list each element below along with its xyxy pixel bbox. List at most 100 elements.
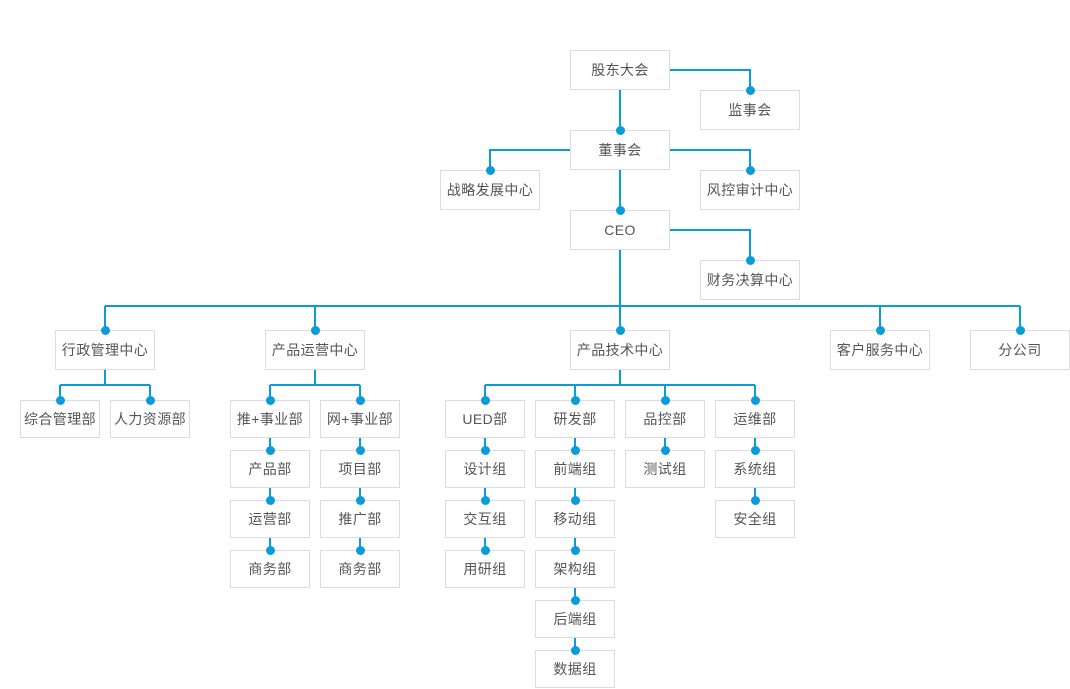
edge-admin-split <box>59 370 151 400</box>
org-node-tech-ops-2[interactable]: 系统组 <box>715 450 795 488</box>
org-node-tech-ops[interactable]: 运维部 <box>715 400 795 438</box>
org-node-label: 运营部 <box>248 510 292 527</box>
org-node-label: 移动组 <box>553 510 597 527</box>
org-node-branch[interactable]: 分公司 <box>970 330 1070 370</box>
org-node-label: 推广部 <box>338 510 382 527</box>
edge-board-strategy <box>489 149 570 170</box>
org-node-tech-ued-2[interactable]: 设计组 <box>445 450 525 488</box>
connector-dot <box>570 445 580 455</box>
org-node-label: 财务决算中心 <box>706 271 794 288</box>
connector-dot <box>55 395 65 405</box>
connector-dot <box>570 645 580 655</box>
org-node-label: 后端组 <box>553 610 597 627</box>
org-node-label: 商务部 <box>248 560 292 577</box>
org-node-label: UED部 <box>462 410 508 427</box>
org-node-label: 前端组 <box>553 460 597 477</box>
org-node-ops-tui-2[interactable]: 产品部 <box>230 450 310 488</box>
connector-dot <box>570 395 580 405</box>
org-node-admin[interactable]: 行政管理中心 <box>55 330 155 370</box>
connector-dot <box>485 165 495 175</box>
org-node-ops-tui-4[interactable]: 商务部 <box>230 550 310 588</box>
org-node-label: 分公司 <box>998 341 1042 358</box>
org-node-tech-rd-3[interactable]: 移动组 <box>535 500 615 538</box>
org-node-ops-tui[interactable]: 推+事业部 <box>230 400 310 438</box>
connector-dot <box>615 125 625 135</box>
org-node-label: 设计组 <box>463 460 507 477</box>
org-node-label: 架构组 <box>553 560 597 577</box>
org-node-tech-rd-2[interactable]: 前端组 <box>535 450 615 488</box>
org-node-label: 数据组 <box>553 660 597 677</box>
org-node-ops-wang-4[interactable]: 商务部 <box>320 550 400 588</box>
org-node-riskaudit[interactable]: 风控审计中心 <box>700 170 800 210</box>
connector-dot <box>480 445 490 455</box>
connector-dot <box>100 325 110 335</box>
org-node-label: 用研组 <box>463 560 507 577</box>
org-node-label: 运维部 <box>733 410 777 427</box>
connector-dot <box>745 85 755 95</box>
org-node-label: 产品部 <box>248 460 292 477</box>
edge-prodops-split <box>269 370 361 400</box>
org-node-label: 研发部 <box>553 410 597 427</box>
org-node-strategy[interactable]: 战略发展中心 <box>440 170 540 210</box>
connector-dot <box>615 325 625 335</box>
org-node-tech-ops-3[interactable]: 安全组 <box>715 500 795 538</box>
org-node-tech-ued-4[interactable]: 用研组 <box>445 550 525 588</box>
connector-dot <box>480 545 490 555</box>
org-node-label: 项目部 <box>338 460 382 477</box>
org-node-tech-qa-2[interactable]: 测试组 <box>625 450 705 488</box>
org-node-ops-wang-2[interactable]: 项目部 <box>320 450 400 488</box>
org-node-ops-tui-3[interactable]: 运营部 <box>230 500 310 538</box>
org-node-tech-rd-6[interactable]: 数据组 <box>535 650 615 688</box>
connector-dot <box>570 495 580 505</box>
org-node-ceo[interactable]: CEO <box>570 210 670 250</box>
org-node-admin-hr[interactable]: 人力资源部 <box>110 400 190 438</box>
org-node-label: 股东大会 <box>591 61 649 78</box>
org-node-label: 交互组 <box>463 510 507 527</box>
org-node-label: 系统组 <box>733 460 777 477</box>
connector-dot <box>480 495 490 505</box>
connector-dot <box>265 395 275 405</box>
org-node-tech-ued-3[interactable]: 交互组 <box>445 500 525 538</box>
org-node-shareholders[interactable]: 股东大会 <box>570 50 670 90</box>
connector-dot <box>1015 325 1025 335</box>
org-node-label: 行政管理中心 <box>61 341 149 358</box>
connector-dot <box>265 545 275 555</box>
org-node-tech-rd-5[interactable]: 后端组 <box>535 600 615 638</box>
connector-dot <box>145 395 155 405</box>
org-node-label: 测试组 <box>643 460 687 477</box>
org-node-label: 网+事业部 <box>326 410 394 427</box>
connector-dot <box>750 395 760 405</box>
org-node-label: 综合管理部 <box>24 410 96 427</box>
org-node-finance[interactable]: 财务决算中心 <box>700 260 800 300</box>
org-node-label: 商务部 <box>338 560 382 577</box>
org-node-tech-ued[interactable]: UED部 <box>445 400 525 438</box>
connector-dot <box>355 395 365 405</box>
edge-ceo-finance <box>670 229 751 260</box>
org-node-label: 人力资源部 <box>114 410 186 427</box>
org-node-prodtech[interactable]: 产品技术中心 <box>570 330 670 370</box>
org-node-tech-rd[interactable]: 研发部 <box>535 400 615 438</box>
connector-dot <box>265 445 275 455</box>
org-node-supervisors[interactable]: 监事会 <box>700 90 800 130</box>
org-node-prodops[interactable]: 产品运营中心 <box>265 330 365 370</box>
org-node-ops-wang-3[interactable]: 推广部 <box>320 500 400 538</box>
org-node-tech-rd-4[interactable]: 架构组 <box>535 550 615 588</box>
connector-dot <box>875 325 885 335</box>
connector-dot <box>745 255 755 265</box>
org-node-service[interactable]: 客户服务中心 <box>830 330 930 370</box>
org-node-label: 品控部 <box>643 410 687 427</box>
connector-dot <box>355 495 365 505</box>
org-node-tech-qa[interactable]: 品控部 <box>625 400 705 438</box>
edge-shareholders-supervisors <box>670 69 751 90</box>
connector-dot <box>310 325 320 335</box>
org-node-ops-wang[interactable]: 网+事业部 <box>320 400 400 438</box>
org-node-admin-general[interactable]: 综合管理部 <box>20 400 100 438</box>
edge-prodtech-split <box>484 370 756 400</box>
edge-board-riskaudit <box>670 149 751 170</box>
connector-dot <box>615 205 625 215</box>
connector-dot <box>750 495 760 505</box>
org-node-label: CEO <box>604 221 636 238</box>
org-node-label: 安全组 <box>733 510 777 527</box>
org-node-board[interactable]: 董事会 <box>570 130 670 170</box>
org-node-label: 董事会 <box>598 141 642 158</box>
